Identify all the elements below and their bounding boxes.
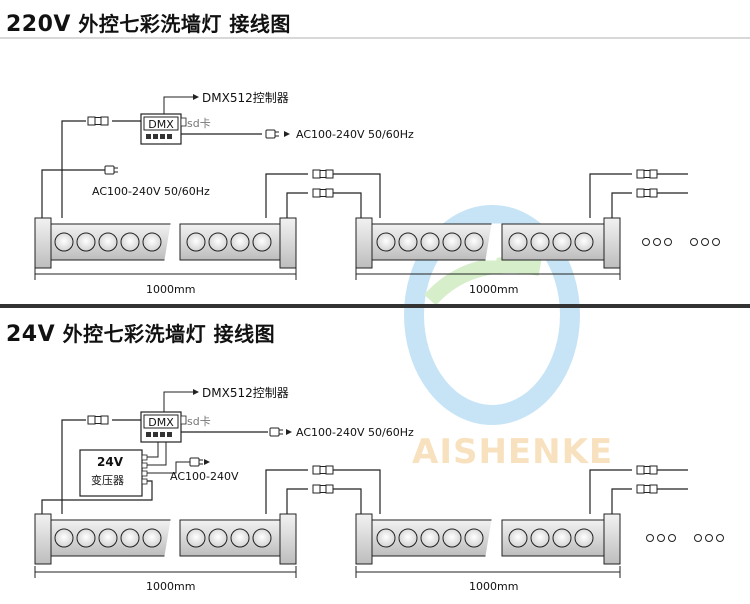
section-divider	[0, 304, 750, 308]
lamp-3	[34, 513, 297, 565]
transformer-voltage-label: 24V	[97, 455, 123, 469]
length-label-1: 1000mm	[146, 283, 196, 296]
lamp-2	[355, 217, 621, 269]
dmx-screen-text-24v: DMX	[148, 416, 174, 429]
watermark-text: AISHENKE	[412, 432, 614, 472]
continuation-dots-24v	[646, 534, 724, 542]
dmx-screen-text: DMX	[148, 118, 174, 131]
section-220v-diagram: DMX	[34, 94, 720, 280]
dmx-controller-24v: DMX	[140, 411, 187, 443]
transformer-name-label: 变压器	[91, 474, 124, 487]
dimension-lines	[34, 268, 621, 280]
sd-card-label-220v: sd卡	[187, 117, 211, 130]
ac-controller-label-24v: AC100-240V 50/60Hz	[296, 426, 414, 439]
dimension-lines-24v	[34, 566, 621, 578]
dmx-controller: DMX	[140, 113, 187, 145]
length-label-2: 1000mm	[469, 283, 519, 296]
ac-controller-label-220v: AC100-240V 50/60Hz	[296, 128, 414, 141]
section-220v-title: 220V 外控七彩洗墙灯 接线图	[6, 8, 291, 37]
lamp-4	[355, 513, 621, 565]
section-24v-heading: 外控七彩洗墙灯 接线图	[62, 322, 276, 346]
length-label-4: 1000mm	[469, 580, 519, 593]
watermark-logo	[404, 205, 580, 425]
lamp-1	[34, 217, 297, 269]
section-24v-voltage: 24V	[6, 322, 56, 347]
section-220v-heading: 外控七彩洗墙灯 接线图	[78, 12, 291, 36]
transformer	[79, 449, 148, 497]
section-220v-voltage: 220V	[6, 12, 71, 37]
controller-label-24v: DMX512控制器	[202, 386, 289, 400]
ac-transformer-label: AC100-240V	[170, 470, 239, 483]
length-label-3: 1000mm	[146, 580, 196, 593]
controller-label-220v: DMX512控制器	[202, 91, 289, 105]
ac-lamp-label-220v: AC100-240V 50/60Hz	[92, 185, 210, 198]
sd-card-label-24v: sd卡	[187, 415, 211, 428]
section-24v-title: 24V 外控七彩洗墙灯 接线图	[6, 318, 275, 347]
section-24v-diagram: DMX	[34, 389, 724, 578]
continuation-dots	[642, 238, 720, 246]
